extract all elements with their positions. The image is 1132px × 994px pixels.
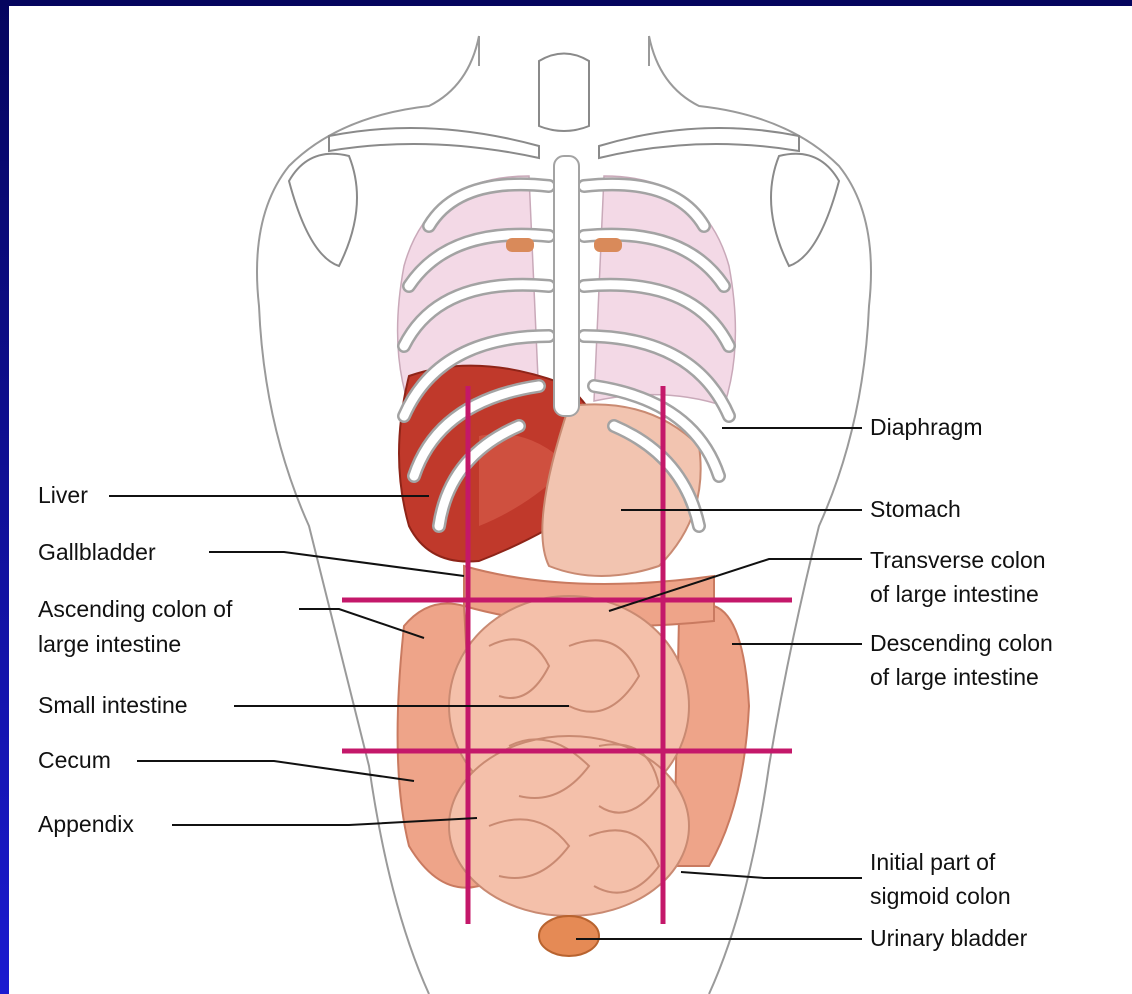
label-stomach: Stomach — [870, 493, 961, 526]
label-urinary-bladder: Urinary bladder — [870, 922, 1027, 955]
label-sigmoid-colon-line1: Initial part of — [870, 846, 995, 879]
small-intestine — [449, 596, 689, 916]
urinary-bladder — [539, 916, 599, 956]
sternum — [554, 156, 579, 416]
label-ascending-colon-line1: Ascending colon of — [38, 593, 232, 626]
label-descending-colon-line1: Descending colon — [870, 627, 1053, 660]
label-transverse-colon-line2: of large intestine — [870, 578, 1039, 611]
label-sigmoid-colon-line2: sigmoid colon — [870, 880, 1011, 913]
label-descending-colon-line2: of large intestine — [870, 661, 1039, 694]
heart-notch-left — [506, 238, 534, 252]
label-liver: Liver — [38, 479, 88, 512]
label-gallbladder: Gallbladder — [38, 536, 156, 569]
label-ascending-colon-line2: large intestine — [38, 628, 181, 661]
label-transverse-colon-line1: Transverse colon — [870, 544, 1046, 577]
label-appendix: Appendix — [38, 808, 134, 841]
label-small-intestine: Small intestine — [38, 689, 188, 722]
heart-notch-right — [594, 238, 622, 252]
label-cecum: Cecum — [38, 744, 111, 777]
diagram-panel: Liver Gallbladder Ascending colon of lar… — [9, 6, 1132, 994]
label-diaphragm: Diaphragm — [870, 411, 983, 444]
